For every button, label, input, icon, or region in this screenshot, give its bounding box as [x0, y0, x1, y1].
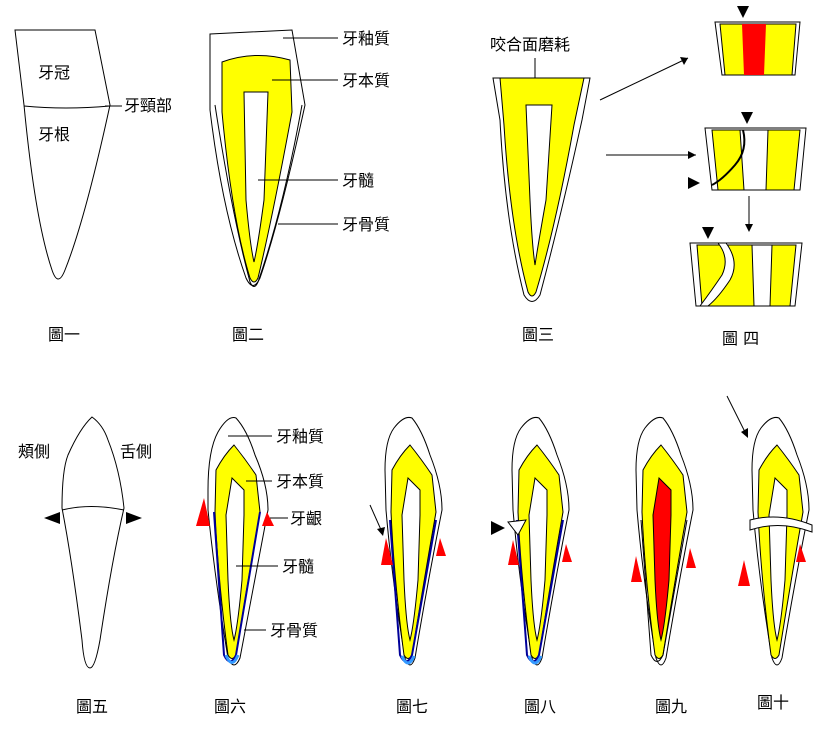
cej-marker-left — [44, 512, 60, 524]
caption-fig1: 圖一 — [48, 325, 80, 344]
pulp-fig2 — [243, 91, 269, 263]
label-wear-fig3: 咬合面磨耗 — [490, 35, 570, 54]
label-dentin-fig2: 牙本質 — [342, 71, 390, 90]
label-gingiva-fig6: 牙齦 — [290, 509, 322, 528]
caption-fig9: 圖九 — [655, 697, 687, 716]
tooth-outline-fig5 — [61, 416, 125, 669]
root-outline-fig2 — [214, 104, 303, 287]
gingiva-left-fig6 — [196, 498, 210, 526]
label-enamel-fig2: 牙釉質 — [342, 29, 390, 48]
arrow-line-fig7 — [369, 504, 383, 533]
root-outline-fig9 — [640, 519, 688, 662]
fig4c-pulp — [751, 244, 773, 307]
arrow-head-1 — [680, 57, 688, 65]
pulp-fig6 — [225, 476, 245, 642]
figure-3: 咬合面磨耗 圖三 — [490, 35, 591, 344]
fig4b-crack-line — [711, 129, 746, 186]
figure-5: 頰側 舌側 圖五 — [18, 416, 152, 716]
pulp-fig7 — [401, 476, 421, 642]
fig4a-marker-triangle — [737, 6, 749, 18]
figure-6: 牙釉質 牙本質 牙齦 牙髓 牙骨質 圖六 — [196, 417, 324, 716]
caption-fig2: 圖二 — [232, 325, 264, 344]
defect-notch-fig8 — [507, 519, 527, 536]
caption-fig7: 圖七 — [396, 697, 428, 716]
label-neck: 牙頸部 — [124, 96, 172, 115]
fig4c-marker — [702, 227, 714, 239]
figure-1: 牙冠 牙頸部 牙根 圖一 — [14, 29, 172, 344]
label-buccal: 頰側 — [18, 442, 50, 461]
marker-fig8 — [491, 521, 505, 535]
arrow-line-1 — [599, 57, 689, 101]
figure-10: 圖十 — [726, 395, 813, 712]
gingiva-right-fig10 — [796, 544, 806, 562]
fig4b-marker-top — [741, 112, 753, 124]
gingiva-right-fig7 — [436, 538, 446, 556]
caption-fig10: 圖十 — [757, 693, 789, 712]
gingiva-left-fig10 — [738, 560, 750, 586]
arrow-head-3 — [745, 224, 753, 232]
caption-fig8: 圖八 — [524, 697, 556, 716]
fig4b-marker-side — [688, 177, 700, 189]
fig4a-pulp-red — [742, 24, 766, 75]
apex-fig6 — [224, 654, 240, 664]
gingiva-left-fig7 — [381, 538, 393, 565]
label-root: 牙根 — [38, 125, 70, 144]
label-cementum-fig2: 牙骨質 — [342, 215, 390, 234]
label-cementum-fig6: 牙骨質 — [270, 621, 318, 640]
label-dentin-fig6: 牙本質 — [276, 472, 324, 491]
fracture-fig10 — [749, 516, 813, 533]
caption-fig5: 圖五 — [76, 697, 108, 716]
tooth-outline-fig1 — [14, 29, 111, 280]
fig4c-fracture-gap — [699, 242, 735, 307]
caption-fig4: 圖 四 — [722, 329, 759, 348]
cej-line-fig1 — [23, 105, 111, 109]
arrow-head-fig7 — [377, 527, 385, 536]
apex-fig7 — [400, 655, 416, 665]
cej-marker-right — [126, 512, 142, 524]
gingiva-right-fig6 — [262, 512, 274, 526]
caption-fig6: 圖六 — [214, 697, 246, 716]
label-pulp-fig6: 牙髓 — [282, 557, 314, 576]
label-crown: 牙冠 — [38, 63, 70, 82]
arrow-head-2 — [688, 151, 696, 159]
figure-4: 圖 四 — [688, 6, 807, 348]
label-enamel-fig6: 牙釉質 — [276, 427, 324, 446]
figure-9: 圖九 — [631, 417, 696, 716]
gingiva-left-fig8 — [508, 540, 519, 565]
pulp-fig8 — [528, 476, 548, 642]
figure-2: 牙釉質 牙本質 牙髓 牙骨質 圖二 — [209, 29, 390, 344]
gingiva-right-fig8 — [562, 544, 572, 562]
cej-line-fig5 — [61, 506, 125, 511]
figure-8: 圖八 — [491, 417, 572, 716]
figure-7: 圖七 — [369, 417, 446, 716]
caption-fig3: 圖三 — [522, 325, 554, 344]
fig4b-pulp — [739, 129, 769, 191]
pulp-fig9 — [652, 476, 672, 642]
label-lingual: 舌側 — [120, 442, 152, 461]
label-pulp-fig2: 牙髓 — [342, 171, 374, 190]
arrow-head-fig10 — [741, 428, 748, 438]
pulp-fig3 — [525, 104, 553, 266]
apex-fig8 — [527, 655, 543, 665]
gingiva-left-fig9 — [631, 556, 642, 582]
gingiva-right-fig9 — [686, 548, 696, 568]
arrow-line-fig10 — [726, 395, 746, 433]
